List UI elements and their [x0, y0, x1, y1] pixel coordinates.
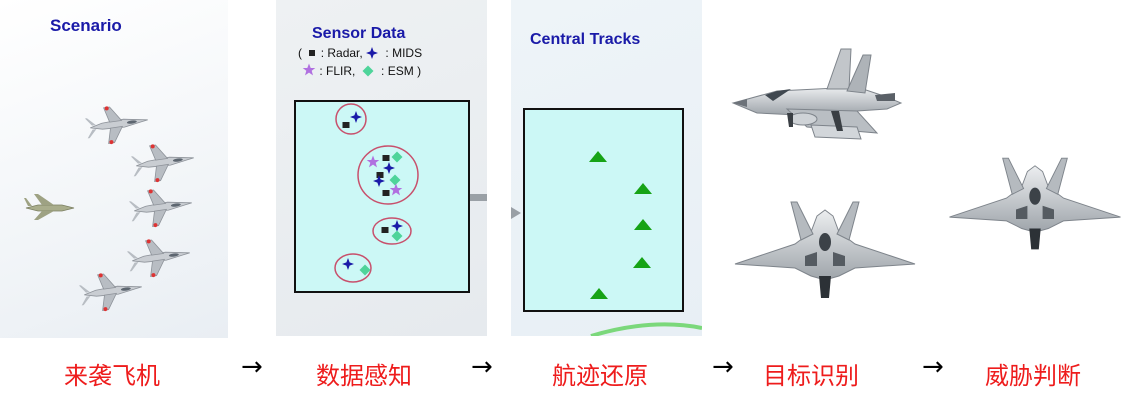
radar-contact — [382, 155, 390, 161]
track-marker — [634, 219, 652, 230]
scenario-title: Scenario — [50, 16, 122, 35]
stage-label-target-identification: 目标识别 — [763, 362, 859, 390]
radar-symbol-icon — [309, 50, 316, 56]
track-marker — [590, 288, 608, 299]
flir-symbol-icon — [302, 63, 316, 76]
radar-contact — [382, 190, 390, 196]
sensor-legend: ( : Radar, : MIDS : FLIR, : ESM ) — [298, 45, 422, 79]
sensor-to-tracks-connector — [470, 194, 487, 201]
track-marker — [633, 257, 651, 268]
scenario-jet-5 — [77, 267, 145, 315]
central-tracks-screen — [523, 108, 684, 312]
mids-symbol-icon — [366, 47, 379, 59]
scenario-panel: Scenario — [0, 0, 228, 338]
sensor-panel: Sensor Data ( : Radar, : MIDS : FLIR, : … — [276, 0, 487, 336]
central-tracks-title: Central Tracks — [530, 31, 641, 48]
sensor-display — [294, 100, 487, 293]
connector-arrowhead — [511, 207, 521, 219]
stage-arrow-1: → — [241, 352, 263, 382]
scenario-jet-3 — [127, 183, 195, 231]
scenario-jet-1 — [83, 100, 151, 148]
sensor-title: Sensor Data — [312, 25, 406, 42]
identification-aircraft — [731, 48, 1121, 299]
sensor-display-screen — [294, 100, 470, 293]
stage-arrow-2: → — [471, 352, 493, 382]
fa18-aircraft — [731, 48, 903, 140]
sensor-cluster-3-ring — [372, 217, 412, 245]
stage-label-track-reconstruction: 航迹还原 — [552, 362, 648, 390]
sensor-cluster-2-ring — [357, 145, 419, 205]
stage-label-data-sensing: 数据感知 — [316, 362, 412, 390]
sensor-legend-line-1: ( : Radar, : MIDS — [298, 46, 423, 60]
scenario-eurofighter — [23, 193, 75, 221]
central-tracks-display — [511, 108, 702, 336]
stage-arrow-3: → — [712, 352, 734, 382]
scenario-jet-2 — [129, 138, 197, 186]
f22-aircraft-left — [734, 201, 916, 299]
sensor-cluster-1-ring — [335, 103, 367, 135]
radar-contact — [376, 172, 384, 178]
central-tracks-green-arc — [590, 322, 702, 336]
esm-symbol-icon — [362, 65, 374, 77]
track-marker — [634, 183, 652, 194]
scenario-jet-4 — [125, 233, 193, 281]
stage-label-incoming-aircraft: 来袭飞机 — [64, 362, 160, 390]
scenario-aircraft-formation — [23, 100, 197, 315]
radar-contact — [381, 227, 389, 233]
radar-contact — [342, 122, 350, 128]
sensor-cluster-4-ring — [334, 253, 372, 283]
sensor-legend-line-2: : FLIR, : ESM ) — [302, 61, 422, 79]
f22-aircraft-right — [949, 157, 1121, 250]
track-marker — [589, 151, 607, 162]
central-tracks-panel: Central Tracks — [511, 0, 702, 336]
stage-label-threat-assessment: 威胁判断 — [985, 362, 1081, 390]
stage-arrow-4: → — [922, 352, 944, 382]
